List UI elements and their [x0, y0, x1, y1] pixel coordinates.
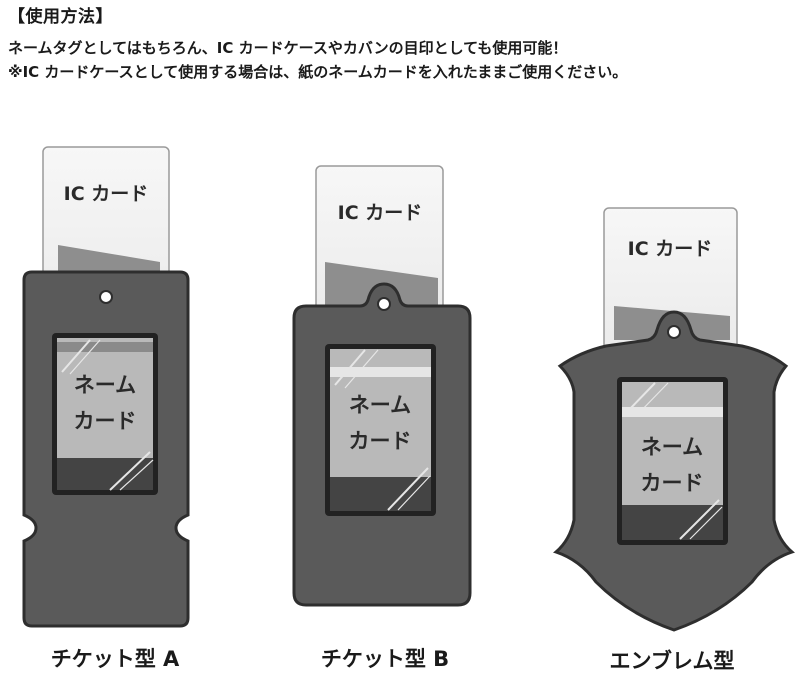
name-card-label-1: ネーム: [349, 393, 411, 417]
name-card-label-2: カード: [641, 471, 704, 495]
ic-card-label: IC カード: [628, 238, 713, 260]
ticket-type-b: IC カード ネーム カード チケット型 B: [292, 165, 472, 671]
window: ネーム カード: [617, 377, 728, 545]
window: ネーム カード: [325, 344, 436, 516]
usage-line-1: ネームタグとしてはもちろん、IC カードケースやカバンの目印としても使用可能！: [8, 39, 568, 57]
usage-line-2: ※IC カードケースとして使用する場合は、紙のネームカードを入れたままご使用くだ…: [8, 63, 628, 81]
caption-ticket-a: チケット型 A: [51, 647, 180, 671]
usage-heading: 【使用方法】: [8, 7, 113, 27]
ticket-type-a: IC カード ネーム カード チケット型 A: [22, 146, 190, 671]
window: ネーム カード: [52, 333, 158, 495]
ic-card-label: IC カード: [338, 202, 423, 224]
strap-hole: [377, 297, 391, 311]
name-card-label-1: ネーム: [641, 435, 703, 459]
emblem-type: IC カード ネーム カード エンブレム型: [553, 207, 795, 673]
instructions-header: 【使用方法】 ネームタグとしてはもちろん、IC カードケースやカバンの目印として…: [8, 6, 792, 84]
caption-emblem: エンブレム型: [610, 649, 735, 673]
name-card-label-2: カード: [74, 409, 137, 433]
name-card-label-2: カード: [349, 429, 412, 453]
ic-card-label: IC カード: [64, 183, 149, 205]
strap-hole: [667, 325, 681, 339]
caption-ticket-b: チケット型 B: [321, 647, 449, 671]
strap-hole: [99, 290, 113, 304]
name-card-label-1: ネーム: [74, 373, 136, 397]
